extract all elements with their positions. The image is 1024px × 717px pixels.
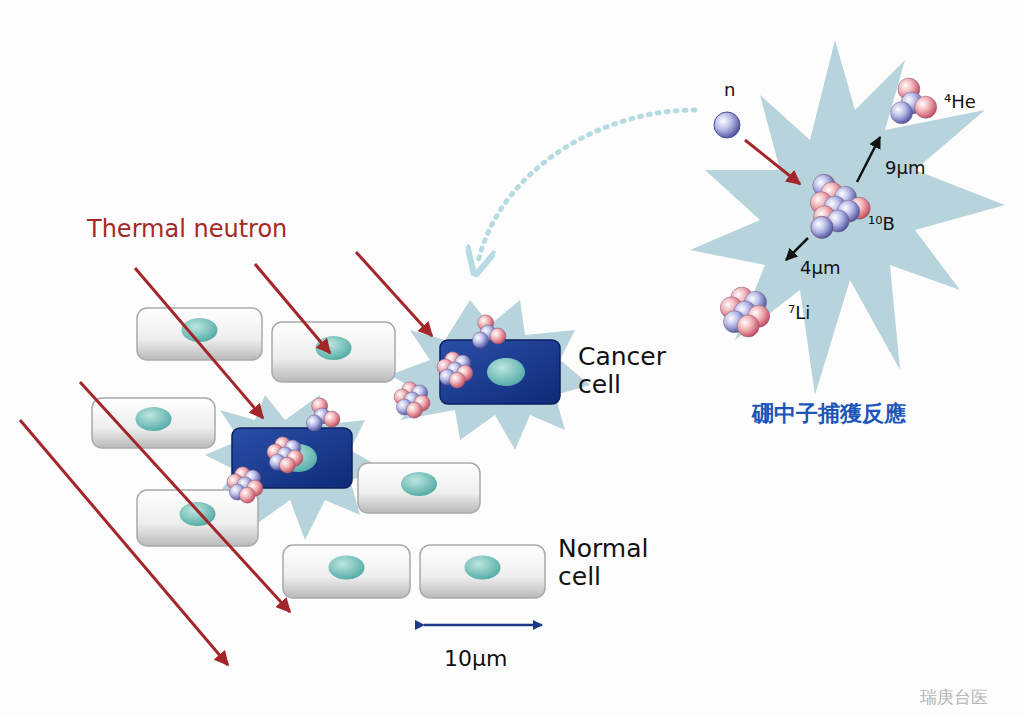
- cell-label: Normal cell: [558, 535, 663, 590]
- normal-cell: [283, 545, 410, 598]
- particle-label: ⁴He: [944, 92, 976, 112]
- beam-label: Thermal neutron: [87, 216, 287, 242]
- normal-cell: [420, 545, 545, 598]
- nucleon: [239, 487, 255, 503]
- range-label: 9μm: [885, 158, 925, 178]
- cell-label: Cancer cell: [578, 343, 683, 398]
- nucleon: [737, 315, 759, 337]
- nucleon: [490, 328, 506, 344]
- cell-nucleus: [487, 358, 525, 386]
- cell-nucleus: [329, 556, 365, 580]
- particle-label: ¹⁰B: [868, 214, 895, 234]
- particle-label: n: [724, 80, 735, 100]
- normal-cell: [358, 463, 480, 513]
- nucleon: [406, 402, 422, 418]
- nucleon: [811, 216, 833, 238]
- nucleon: [891, 102, 913, 124]
- reaction-title: 硼中子捕獲反應: [752, 402, 906, 426]
- neutron: [714, 112, 740, 138]
- normal-cell: [92, 398, 215, 448]
- normal-cell: [272, 322, 395, 382]
- cell-nucleus: [316, 336, 352, 360]
- cell-nucleus: [401, 472, 437, 496]
- cell-nucleus: [465, 556, 501, 580]
- cell-nucleus: [136, 407, 172, 431]
- scale-label: 10μm: [444, 647, 507, 671]
- nucleon: [279, 457, 295, 473]
- nucleon: [915, 96, 937, 118]
- nucleon: [306, 415, 322, 431]
- particle-label: ⁷Li: [788, 303, 810, 323]
- nucleon: [324, 411, 340, 427]
- cancer-cell: [440, 340, 560, 404]
- nucleon: [811, 216, 833, 238]
- watermark: 瑞庚台医: [920, 688, 988, 707]
- nucleon: [449, 372, 465, 388]
- normal-cell: [137, 308, 262, 360]
- nucleon: [472, 332, 488, 348]
- range-label: 4μm: [800, 258, 840, 278]
